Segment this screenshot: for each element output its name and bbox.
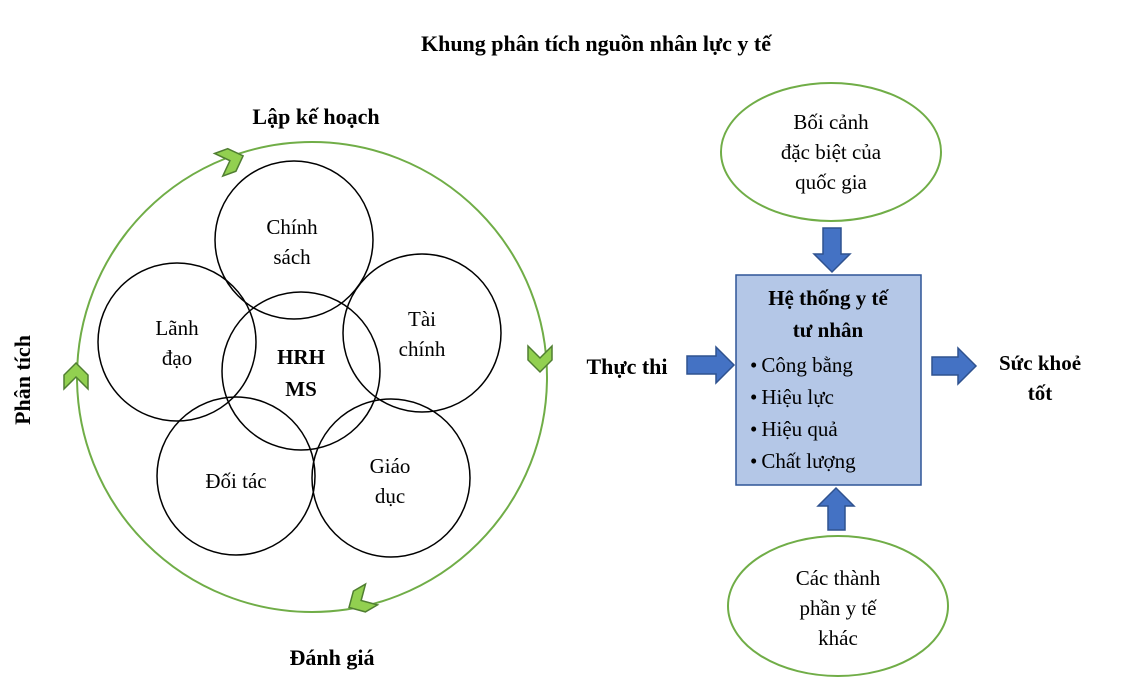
context-top-ellipse bbox=[720, 82, 942, 222]
system-bullet: •Chất lượng bbox=[750, 449, 856, 473]
circle-center bbox=[221, 291, 381, 451]
arrow-down-icon bbox=[812, 227, 852, 274]
circle-center-label: MS bbox=[285, 377, 317, 401]
cycle-label-planning: Lập kế hoạch bbox=[252, 104, 379, 129]
circle-education bbox=[311, 398, 471, 558]
circle-center-label: HRH bbox=[277, 345, 325, 369]
system-bullet: •Hiệu lực bbox=[750, 385, 834, 409]
outcome-label: tốt bbox=[1028, 381, 1053, 405]
circle-leadership-label: đạo bbox=[162, 346, 192, 370]
circle-policy-label: Chính bbox=[266, 215, 318, 239]
diagram-title: Khung phân tích nguồn nhân lực y tế bbox=[421, 31, 772, 56]
context-bottom-label: phần y tế bbox=[800, 596, 878, 620]
chevron-left-icon bbox=[63, 361, 89, 391]
context-bottom-label: khác bbox=[818, 626, 858, 650]
circle-partners-label: Đối tác bbox=[205, 469, 266, 493]
system-title: tư nhân bbox=[793, 318, 864, 342]
system-bullet: •Công bằng bbox=[750, 353, 853, 377]
circle-finance-label: chính bbox=[399, 337, 446, 361]
context-top-label: quốc gia bbox=[795, 170, 867, 194]
chevron-top-icon bbox=[212, 147, 245, 178]
system-bullet: •Hiệu quả bbox=[750, 417, 838, 441]
system-title: Hệ thống y tế bbox=[768, 286, 889, 310]
circle-finance bbox=[342, 253, 502, 413]
circle-policy-label: sách bbox=[273, 245, 311, 269]
circle-leadership bbox=[97, 262, 257, 422]
context-top-label: đặc biệt của bbox=[781, 140, 882, 164]
context-bottom-label: Các thành bbox=[796, 566, 881, 590]
circle-education-label: dục bbox=[375, 484, 405, 508]
chevron-right-icon bbox=[527, 344, 553, 374]
cycle-label-evaluation: Đánh giá bbox=[290, 645, 375, 670]
context-bottom-ellipse bbox=[727, 535, 949, 677]
system-box bbox=[735, 274, 922, 486]
cycle-label-implementation: Thực thi bbox=[586, 354, 667, 379]
arrow-up-icon bbox=[816, 486, 856, 531]
chevron-bottom-icon bbox=[348, 582, 380, 613]
cycle-label-analysis: Phân tích bbox=[10, 335, 35, 425]
context-top-label: Bối cảnh bbox=[793, 110, 869, 134]
circle-finance-label: Tài bbox=[408, 307, 436, 331]
circle-partners bbox=[156, 396, 316, 556]
outcome-label: Sức khoẻ bbox=[999, 351, 1081, 375]
circle-policy bbox=[214, 160, 374, 320]
arrow-right-in-icon bbox=[686, 345, 736, 385]
circle-education-label: Giáo bbox=[370, 454, 411, 478]
arrow-right-out-icon bbox=[931, 346, 978, 386]
circle-leadership-label: Lãnh bbox=[155, 316, 199, 340]
